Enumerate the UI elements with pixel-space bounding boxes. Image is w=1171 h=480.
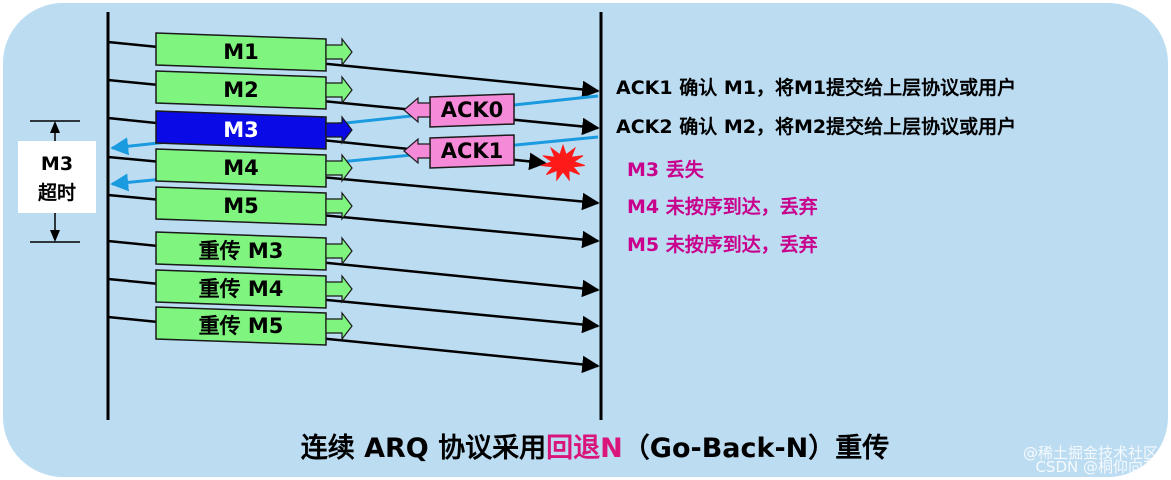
frame-label-6: 重传 M3 xyxy=(199,239,284,263)
title-suffix: （Go-Back-N）重传 xyxy=(623,433,889,464)
title-highlight: 回退N xyxy=(546,433,623,464)
ack-label-1: ACK0 xyxy=(441,98,504,122)
title-prefix: 连续 ARQ 协议采用 xyxy=(301,432,546,464)
watermark-line1: @稀土掘金技术社区 xyxy=(1023,444,1158,462)
timeout-label-text: 超时 xyxy=(37,181,76,204)
frame-box-1: M1 xyxy=(155,32,353,72)
timeout-box xyxy=(18,141,96,213)
frame-label-4: M4 xyxy=(223,156,259,180)
note-m4-discard: M4 未按序到达，丢弃 xyxy=(627,195,818,218)
diagram-title: 连续 ARQ 协议采用回退N（Go-Back-N）重传 xyxy=(301,432,890,464)
frame-label-3: M3 xyxy=(223,118,259,142)
frame-label-2: M2 xyxy=(223,78,259,102)
timeout-label-frame: M3 xyxy=(41,153,73,175)
frame-box-2: M2 xyxy=(155,70,353,110)
ack-box-2: ACK1 xyxy=(403,134,515,169)
frame-box-8: 重传 M5 xyxy=(155,306,353,346)
frame-box-4: M4 xyxy=(155,148,353,188)
note-m3-lost: M3 丢失 xyxy=(627,158,705,181)
frame-box-3: M3 xyxy=(155,110,353,150)
note-ack1: ACK1 确认 M1，将M1提交给上层协议或用户 xyxy=(616,76,1016,99)
frame-label-5: M5 xyxy=(223,194,259,218)
ack-box-1: ACK0 xyxy=(403,93,515,128)
note-ack2: ACK2 确认 M2，将M2提交给上层协议或用户 xyxy=(616,115,1016,138)
frame-label-8: 重传 M5 xyxy=(199,314,284,338)
frame-box-5: M5 xyxy=(155,186,353,226)
receiver-notes: ACK1 确认 M1，将M1提交给上层协议或用户 ACK2 确认 M2，将M2提… xyxy=(616,76,1016,256)
burst-icon xyxy=(541,143,585,182)
frame-label-7: 重传 M4 xyxy=(199,277,284,301)
frame-label-1: M1 xyxy=(223,40,259,64)
watermark-line2: CSDN @桐仰向花 xyxy=(1035,458,1158,476)
timeout-marker: M3 超时 xyxy=(18,120,96,243)
ack-label-2: ACK1 xyxy=(441,139,504,163)
frame-box-7: 重传 M4 xyxy=(155,269,353,309)
note-m5-discard: M5 未按序到达，丢弃 xyxy=(627,233,818,256)
frame-box-6: 重传 M3 xyxy=(155,231,353,271)
